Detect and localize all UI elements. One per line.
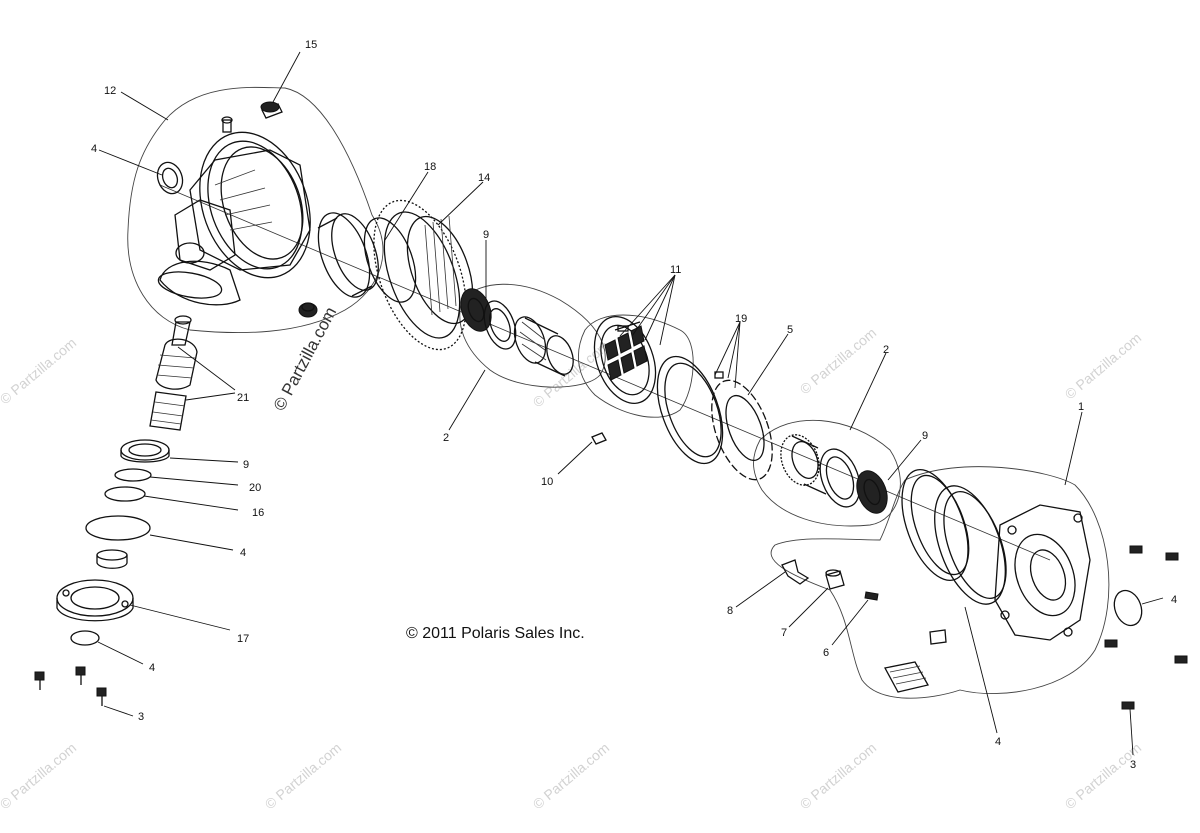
cover-seal bbox=[70, 630, 100, 646]
pinion-shaft bbox=[149, 315, 198, 431]
callout-5: 5 bbox=[787, 324, 793, 336]
callout-8: 8 bbox=[727, 605, 733, 617]
callout-1: 1 bbox=[1078, 401, 1084, 413]
cover-output-seal bbox=[1113, 589, 1143, 627]
snap-ring bbox=[104, 486, 146, 502]
callout-9: 9 bbox=[922, 430, 928, 442]
shim-clip bbox=[781, 559, 810, 585]
callout-7: 7 bbox=[781, 627, 787, 639]
o-ring bbox=[85, 515, 151, 541]
thrust-washer bbox=[363, 217, 417, 303]
pinion-bearing bbox=[120, 439, 170, 463]
watermark-layer: © Partzilla.com © Partzilla.com © Partzi… bbox=[0, 324, 1144, 812]
bearing-cup bbox=[96, 549, 128, 569]
bolt-set-right bbox=[1104, 545, 1188, 710]
callout-10: 10 bbox=[541, 476, 553, 488]
callout-6: 6 bbox=[823, 647, 829, 659]
callout-4: 4 bbox=[995, 736, 1001, 748]
bearing-group-boundary bbox=[459, 283, 606, 388]
callout-9: 9 bbox=[243, 459, 249, 471]
output-hub bbox=[780, 434, 827, 495]
callout-2: 2 bbox=[883, 344, 889, 356]
gearcase-cover bbox=[994, 504, 1091, 641]
watermark: © Partzilla.com bbox=[0, 334, 79, 407]
breather-plug bbox=[260, 101, 283, 119]
callout-15: 15 bbox=[305, 39, 317, 51]
pinion-housing-cover bbox=[56, 579, 134, 622]
watermark: © Partzilla.com bbox=[530, 739, 613, 812]
watermark-main: © Partzilla.com bbox=[270, 304, 341, 414]
coil-assembly bbox=[884, 661, 929, 693]
callout-2: 2 bbox=[443, 432, 449, 444]
roll-cage-clutch bbox=[593, 315, 657, 405]
callout-labels: 15 12 4 18 14 9 11 19 5 2 1 21 2 9 10 9 … bbox=[91, 39, 1177, 771]
callout-16: 16 bbox=[252, 507, 264, 519]
armature-plate bbox=[656, 355, 724, 465]
bolt-set-left bbox=[34, 666, 107, 706]
drain-plug bbox=[298, 302, 318, 318]
plunger bbox=[825, 569, 845, 590]
housing-seal bbox=[156, 161, 184, 195]
clutch-pin bbox=[591, 432, 607, 445]
retaining-ring bbox=[114, 468, 152, 482]
callout-14: 14 bbox=[478, 172, 490, 184]
watermark: © Partzilla.com bbox=[797, 324, 880, 397]
cover-group-boundary bbox=[770, 466, 1110, 699]
bearing-race-left bbox=[483, 300, 517, 350]
callout-4: 4 bbox=[1171, 594, 1177, 606]
coil-connector bbox=[929, 629, 947, 645]
watermark: © Partzilla.com bbox=[1062, 329, 1145, 402]
callout-3: 3 bbox=[138, 711, 144, 723]
output-bearing-boundary bbox=[753, 419, 901, 527]
callout-4: 4 bbox=[240, 547, 246, 559]
differential-bearing-left bbox=[460, 288, 492, 332]
leader-lines bbox=[97, 51, 1164, 756]
ring-gear bbox=[373, 199, 474, 351]
watermark: © Partzilla.com bbox=[797, 739, 880, 812]
watermark: © Partzilla.com bbox=[0, 739, 79, 812]
watermark: © Partzilla.com bbox=[262, 739, 345, 812]
callout-11: 11 bbox=[670, 264, 681, 276]
main-housing bbox=[157, 131, 311, 306]
clutch-plate bbox=[711, 379, 773, 481]
callout-17: 17 bbox=[237, 633, 249, 645]
differential-bearing-right bbox=[856, 470, 888, 514]
watermark: © Partzilla.com bbox=[1062, 739, 1145, 812]
callout-18: 18 bbox=[424, 161, 436, 173]
pin bbox=[864, 591, 879, 601]
housing-group-boundary bbox=[127, 86, 384, 334]
callout-9: 9 bbox=[483, 229, 489, 241]
roller-cage bbox=[513, 316, 574, 377]
callout-12: 12 bbox=[104, 85, 116, 97]
callout-20: 20 bbox=[249, 482, 261, 494]
callout-4: 4 bbox=[91, 143, 97, 155]
callout-4: 4 bbox=[149, 662, 155, 674]
callout-3: 3 bbox=[1130, 759, 1136, 771]
callout-19: 19 bbox=[735, 313, 747, 325]
callout-21: 21 bbox=[237, 392, 249, 404]
bearing-race-right bbox=[819, 448, 861, 508]
small-fitting bbox=[221, 116, 233, 133]
copyright-notice: © 2011 Polaris Sales Inc. bbox=[406, 625, 585, 642]
